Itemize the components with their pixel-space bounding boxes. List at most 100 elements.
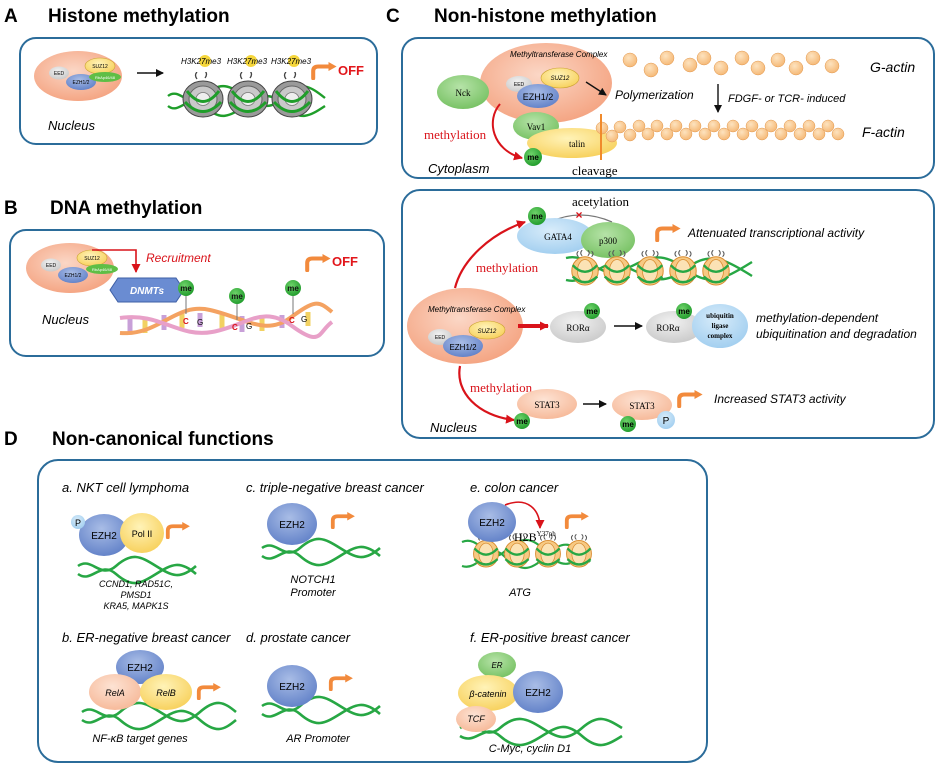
subpanel-d: d. prostate cancer EZH2 AR Promoter — [246, 630, 381, 745]
prc2-complex-a: SUZ12 EED EZH1/2 RbAp46/48 — [34, 51, 122, 101]
polymerization-label: Polymerization — [615, 88, 694, 102]
phospho-label-stat3: P — [663, 416, 670, 427]
me-marker-rora — [584, 303, 600, 319]
c-label-b1: C — [183, 317, 189, 326]
subpanel-e: e. colon cancer EZH2 H2BY37ph ATG — [461, 480, 593, 599]
c-label-b3: C — [289, 316, 295, 325]
nucleus-label-c: Nucleus — [430, 420, 477, 435]
panel-a-letter: A — [4, 6, 18, 27]
genes-b: NF-κB target genes — [92, 733, 188, 745]
methylation-arrow-gata4 — [453, 220, 526, 289]
phospho-marker-a — [71, 515, 85, 529]
dnmts-shape — [109, 277, 185, 303]
complex-title-bottom-1: Methyltransferase Complex — [428, 305, 526, 314]
methylation-label-gata4: methylation — [476, 260, 539, 275]
ezh2-label-d: EZH2 — [279, 682, 305, 693]
ezh2-protein-c — [267, 503, 317, 545]
beta-catenin-label: β-catenin — [468, 689, 506, 699]
panel-b: B DNA methylation SUZ12 EED EZH1/2 RbAp4… — [4, 198, 385, 357]
acetylation-label: acetylation — [572, 194, 630, 209]
cleavage-label: cleavage — [572, 163, 618, 178]
tcf-protein — [456, 706, 496, 732]
ezh2-protein-f — [513, 671, 563, 713]
panel-c-letter: C — [386, 6, 400, 27]
panel-d-letter: D — [4, 429, 18, 450]
p300-protein — [581, 222, 635, 258]
phosphorylation-arrow-e — [504, 501, 545, 529]
beta-catenin-protein — [458, 675, 518, 711]
me-marker-gata4 — [528, 207, 546, 225]
attenuated-label: Attenuated transcriptional activity — [687, 226, 865, 240]
colon-nucleosome-3 — [534, 534, 562, 569]
panel-b-title: DNA methylation — [50, 198, 202, 219]
subpanel-b: b. ER-negative breast cancer EZH2 RelA R… — [62, 630, 237, 745]
subpanel-a: a. NKT cell lymphoma EZH2 Pol II P CCND1… — [62, 480, 197, 611]
nucleosome-1 — [181, 72, 225, 119]
h3k27me3-label-2: H3K27me3 — [227, 57, 268, 66]
ezh2-protein-e — [468, 502, 516, 542]
g-label-b1: G — [197, 318, 203, 327]
stat3-protein — [517, 389, 577, 419]
talin-protein — [527, 128, 617, 158]
rora-label: RORα — [566, 323, 590, 333]
me-label-b3: me — [287, 284, 299, 293]
f-actin-filament — [595, 119, 845, 143]
suz12-label-a: SUZ12 — [92, 64, 108, 70]
talin-label: talin — [569, 139, 585, 149]
er-label: ER — [491, 661, 502, 670]
ezh2-label-a: EZH2 — [91, 531, 117, 542]
panel-d-title: Non-canonical functions — [52, 429, 274, 450]
methylation-label-top: methylation — [424, 127, 487, 142]
methyltransferase-complex-top: Methyltransferase Complex EED SUZ12 EZH1… — [480, 43, 612, 123]
ubiquitin-ligase-complex — [692, 304, 748, 348]
ezh2-label-f: EZH2 — [525, 688, 551, 699]
rora-protein-2 — [646, 311, 702, 343]
rora-label-2: RORα — [656, 323, 680, 333]
ubiquitin-line1: ubiquitin — [706, 312, 734, 320]
f-actin-label: F-actin — [862, 124, 905, 140]
rela-protein — [89, 674, 141, 710]
g-label-b2: G — [246, 322, 252, 331]
eed-label-b: EED — [46, 263, 57, 269]
gene-c-line2: Promoter — [290, 587, 337, 599]
subpanel-d-label: d. prostate cancer — [246, 630, 351, 645]
ezh2-label-c: EZH2 — [279, 520, 305, 531]
panel-b-letter: B — [4, 198, 18, 219]
prc2-complex-b: SUZ12 EED EZH1/2 RbAp46/48 — [26, 243, 118, 293]
relb-protein — [140, 674, 192, 710]
me-marker-stat3 — [514, 413, 530, 429]
me-label-rora: me — [586, 307, 598, 316]
methyltransferase-complex-bottom: Methyltransferase Complex EED SUZ12 EZH1… — [407, 288, 526, 364]
me-marker-b1 — [178, 280, 194, 296]
me-label-b2: me — [231, 292, 243, 301]
nck-protein — [437, 75, 489, 109]
k27-highlights — [199, 55, 300, 67]
cytoplasm-label: Cytoplasm — [428, 161, 490, 176]
phospho-label-a: P — [75, 518, 81, 528]
colon-nucleosome-4 — [565, 534, 593, 569]
g-label-b3: G — [301, 315, 307, 324]
h3k27me3-label-3: H3K27me3 — [271, 57, 312, 66]
ezh-label-top: EZH1/2 — [523, 92, 554, 102]
gene-e: ATG — [508, 587, 531, 599]
suz12-label-b: SUZ12 — [84, 256, 100, 262]
me-marker-rora-2 — [676, 303, 692, 319]
pol2-protein — [120, 513, 164, 553]
activation-arrow-icon-a — [165, 522, 191, 539]
subpanel-a-label: a. NKT cell lymphoma — [62, 480, 189, 495]
recruitment-label: Recruitment — [146, 251, 211, 265]
suz12-label-top: SUZ12 — [551, 76, 570, 82]
panel-c-title: Non-histone methylation — [434, 6, 657, 27]
ubiquitin-line2: ligase — [712, 322, 729, 330]
subpanel-c-label: c. triple-negative breast cancer — [246, 480, 424, 495]
activation-arrow-icon-c — [330, 512, 356, 529]
panel-c: C Non-histone methylation Methyltransfer… — [386, 6, 935, 439]
gene-c-line1: NOTCH1 — [290, 574, 335, 586]
relb-label: RelB — [156, 688, 176, 698]
ezh-label-a: EZH1/2 — [73, 80, 90, 86]
panel-c-top-box — [401, 37, 935, 179]
degradation-label-2: ubiquitination and degradation — [756, 327, 917, 341]
chromatin-nucleosome-3 — [635, 250, 665, 287]
stat3-protein-2 — [612, 390, 672, 420]
genes-a-line1: CCND1, RAD51C, — [99, 579, 173, 589]
